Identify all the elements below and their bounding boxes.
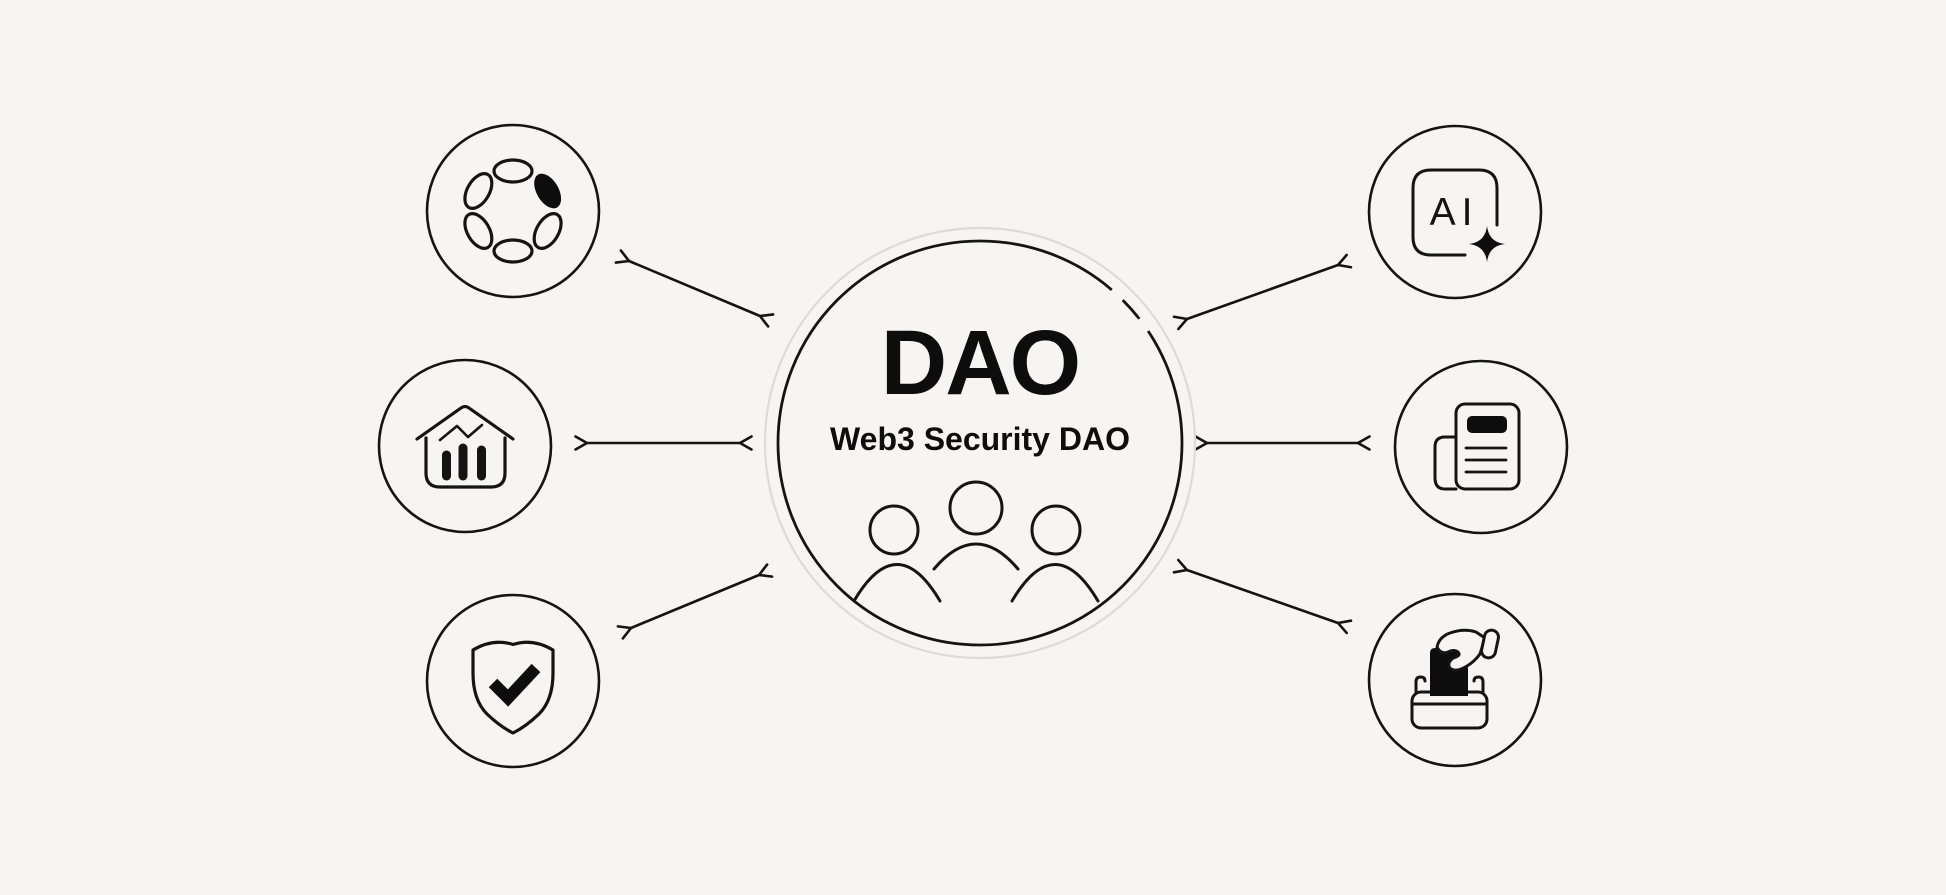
polkadot-filled-dot: [534, 173, 562, 209]
node-news: [1393, 359, 1569, 535]
newspaper-text-lines: [1464, 446, 1508, 474]
node-ring: [425, 593, 601, 769]
member-head-left: [868, 504, 920, 556]
member-head-right: [1030, 504, 1082, 556]
member-shoulders-center: [932, 542, 1020, 571]
polkadot-icon: [463, 158, 563, 264]
house-roof: [415, 404, 515, 441]
slot-guard-right: [1472, 675, 1485, 694]
node-ring: [1393, 359, 1569, 535]
team-members-icon: [852, 480, 1100, 603]
arrow-hub-top-left: [614, 249, 775, 328]
node-ring: [1367, 124, 1543, 300]
ai-sparkle-icon: AI: [1411, 168, 1505, 262]
node-ai: AI: [1367, 124, 1543, 300]
arrow-hub-top-right: [1172, 253, 1353, 331]
ballot-box-body: [1410, 690, 1489, 730]
node-ring: [377, 358, 553, 534]
hub-circle: DAO Web3 Security DAO: [763, 226, 1197, 660]
house-body: [424, 436, 507, 489]
shield-outline: [471, 640, 555, 735]
node-ring: [1367, 592, 1543, 768]
trend-line: [438, 423, 484, 442]
member-shoulders-left: [852, 563, 942, 603]
node-polkadot: [425, 123, 601, 299]
member-head-center: [948, 480, 1004, 536]
ballot-box-icon: [1410, 628, 1500, 730]
ai-rounded-square: [1411, 168, 1499, 257]
arrow-hub-bottom-left: [616, 563, 774, 640]
member-shoulders-right: [1010, 563, 1100, 603]
ai-label: AI: [1430, 191, 1479, 234]
hub-outline: [776, 239, 1184, 647]
newspaper-spine: [1433, 435, 1458, 491]
sparkle-icon: [1469, 226, 1505, 262]
connector-arrows: [574, 249, 1371, 640]
hub-halo-ring: [763, 226, 1197, 660]
house-analytics-icon: [415, 404, 515, 489]
newspaper-icon: [1433, 402, 1521, 491]
hub-subtitle: Web3 Security DAO: [830, 421, 1130, 457]
hub-title: DAO: [881, 312, 1079, 414]
newspaper-headline-block: [1467, 416, 1507, 433]
hand-cuff: [1480, 628, 1500, 660]
node-ring: [425, 123, 601, 299]
check-mark: [488, 663, 541, 707]
node-voting: [1367, 592, 1543, 768]
hand: [1435, 628, 1487, 672]
arrow-hub-bottom-right: [1172, 558, 1353, 635]
slot-guard-left: [1414, 675, 1427, 694]
node-house-analytics: [377, 358, 553, 534]
shield-check-icon: [471, 640, 555, 735]
node-shield: [425, 593, 601, 769]
